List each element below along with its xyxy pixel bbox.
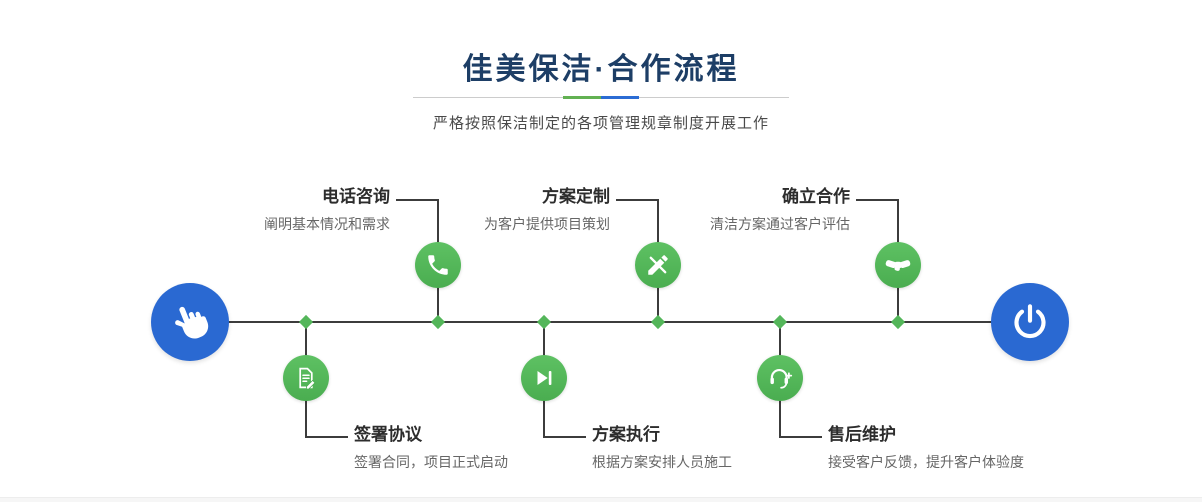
connector-line — [544, 436, 586, 438]
connector-line — [616, 199, 658, 201]
step-title: 签署协议 — [354, 425, 422, 444]
connector-line — [780, 436, 822, 438]
step-desc: 接受客户反馈，提升客户体验度 — [828, 454, 1024, 470]
page-subtitle: 严格按照保洁制定的各项管理规章制度开展工作 — [432, 115, 769, 132]
step-desc: 根据方案安排人员施工 — [592, 454, 732, 470]
timeline-start-node — [151, 283, 229, 361]
step-desc: 为客户提供项目策划 — [484, 216, 610, 232]
divider-blue-segment — [601, 96, 639, 99]
title-divider-accent — [563, 96, 639, 99]
play-step-icon — [521, 355, 567, 401]
phone-icon — [415, 242, 461, 288]
pointing-hand-icon — [169, 301, 211, 343]
contract-pen-icon — [283, 355, 329, 401]
connector-line — [856, 199, 898, 201]
timeline-node-marker — [772, 314, 788, 330]
title-divider — [413, 96, 789, 99]
power-icon — [1010, 302, 1050, 342]
timeline-end-node — [991, 283, 1069, 361]
page-title: 佳美保洁·合作流程 — [462, 53, 740, 86]
step-desc: 签署合同，项目正式启动 — [354, 454, 508, 470]
step-title: 售后维护 — [828, 425, 896, 444]
section-bottom-divider — [0, 497, 1202, 502]
step-title: 方案执行 — [592, 425, 660, 444]
step-title: 确立合作 — [782, 187, 850, 206]
connector-line — [396, 199, 438, 201]
handshake-icon — [875, 242, 921, 288]
headset-support-icon — [757, 355, 803, 401]
step-desc: 清洁方案通过客户评估 — [710, 216, 850, 232]
connector-line — [306, 436, 348, 438]
divider-green-segment — [563, 96, 601, 99]
step-title: 电话咨询 — [322, 187, 390, 206]
step-desc: 阐明基本情况和需求 — [264, 216, 390, 232]
pencil-ruler-icon — [635, 242, 681, 288]
step-title: 方案定制 — [542, 187, 610, 206]
timeline-axis — [190, 321, 1030, 323]
